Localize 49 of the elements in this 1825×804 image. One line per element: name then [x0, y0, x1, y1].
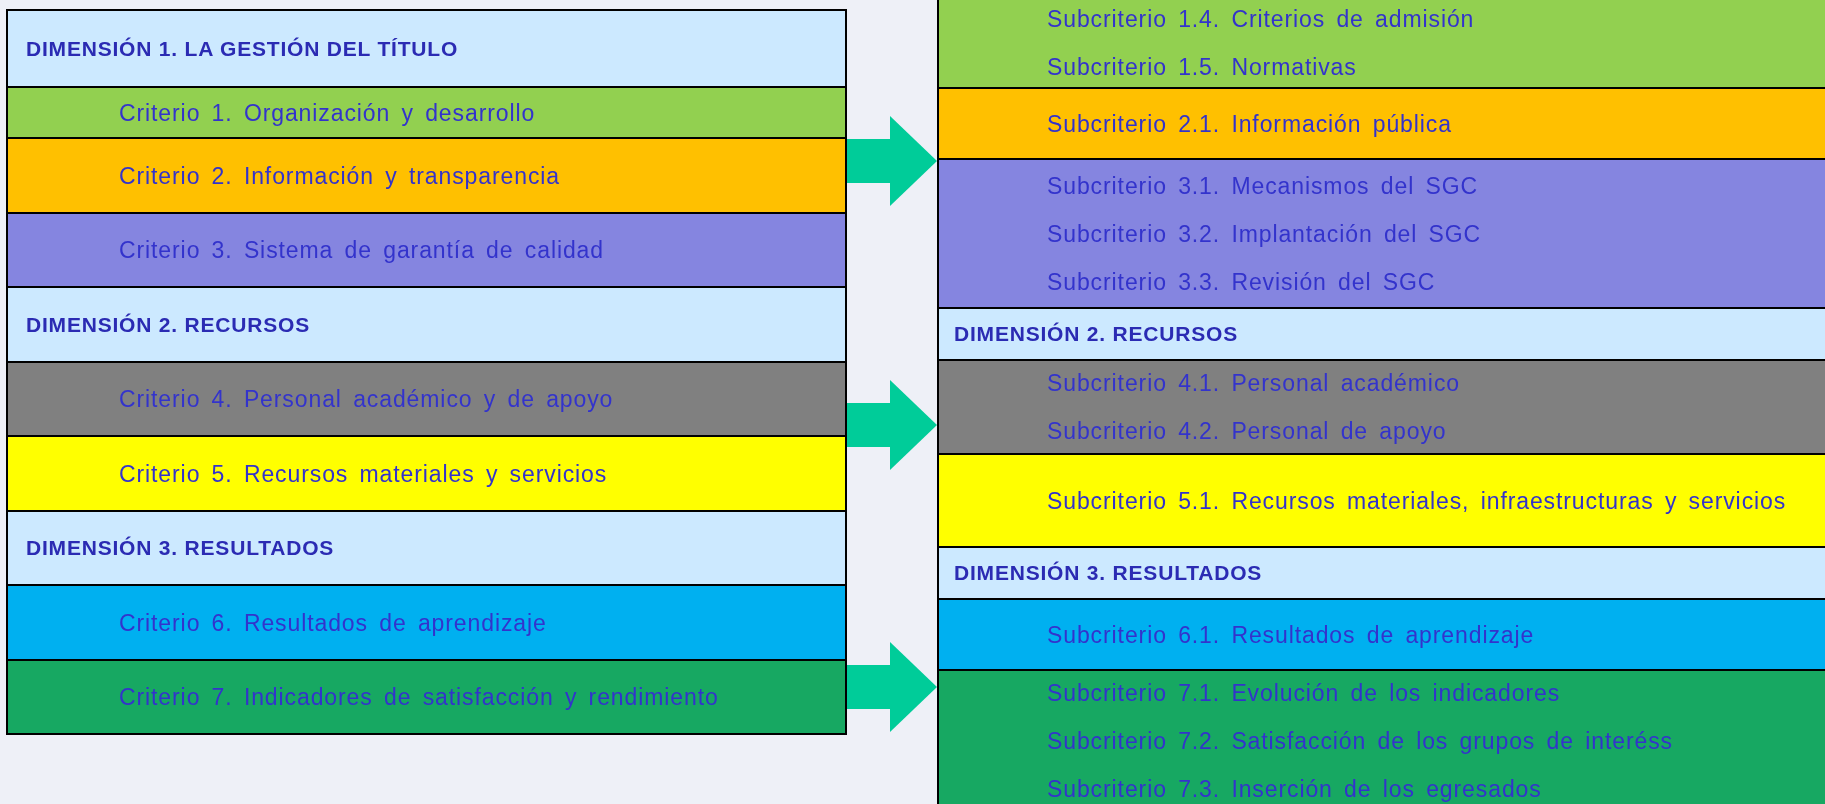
criterion-text: Criterio 1. Organización y desarrollo — [119, 98, 537, 128]
criterion-text: Subcriterio 4.2. Personal de apoyo — [1047, 417, 1448, 446]
criterion-text: Criterio 6. Resultados de aprendizaje — [119, 608, 548, 638]
criterion-text: Subcriterio 7.2. Satisfacción de los grupos de interéss — [1047, 726, 1674, 756]
criterion-text: Subcriterio 3.2. Implantación del SGC — [1047, 219, 1483, 249]
table — [6, 9, 847, 735]
block-arrow — [847, 116, 937, 206]
table-row — [939, 453, 1825, 546]
criterion-text: Criterio 5. Recursos materiales y servicios — [119, 459, 609, 489]
table-row — [939, 87, 1825, 158]
table-row — [8, 137, 845, 212]
table-row — [939, 359, 1825, 453]
criterion-text: Subcriterio 4.1. Personal académico — [1047, 369, 1461, 398]
criterion-text: Criterio 4. Personal académico y de apoyo — [119, 385, 615, 414]
table-row — [8, 361, 845, 435]
criterion-text: Subcriterio 3.3. Revisión del SGC — [1047, 267, 1437, 297]
section-band — [8, 11, 845, 86]
section-heading: DIMENSIÓN 2. RECURSOS — [954, 321, 1239, 347]
criterion-text: Subcriterio 3.1. Mecanismos del SGC — [1047, 171, 1479, 201]
table-row — [8, 435, 845, 510]
table-row — [939, 598, 1825, 669]
criterion-text: Criterio 7. Indicadores de satisfacción y rendimiento — [119, 683, 720, 712]
criterion-text: Subcriterio 2.1. Información pública — [1047, 109, 1453, 139]
criterion-text: Subcriterio 1.5. Normativas — [1047, 52, 1358, 82]
section-heading: DIMENSIÓN 1. LA GESTIÓN DEL TÍTULO — [26, 35, 460, 62]
criterion-text: Criterio 2. Información y transparencia — [119, 161, 561, 191]
block-arrow — [847, 380, 937, 470]
criterion-text: Subcriterio 5.1. Recursos materiales, infraestructuras y servicios — [1047, 486, 1788, 516]
criterion-text: Subcriterio 6.1. Resultados de aprendizaje — [1047, 620, 1536, 650]
criterion-text: Subcriterio 7.3. Inserción de los egresados — [1047, 774, 1543, 804]
section-heading: DIMENSIÓN 3. RESULTADOS — [26, 535, 336, 561]
table-row — [939, 158, 1825, 307]
section-heading: DIMENSIÓN 3. RESULTADOS — [954, 560, 1264, 586]
section-band — [8, 286, 845, 361]
table — [937, 0, 1825, 804]
table-row — [8, 584, 845, 659]
section-band — [939, 307, 1825, 359]
table-row — [939, 669, 1825, 804]
criterion-text: Subcriterio 1.4. Criterios de admisión — [1047, 4, 1476, 34]
criterion-text: Criterio 3. Sistema de garantía de calidad — [119, 236, 605, 265]
table-row — [8, 86, 845, 137]
table-row — [939, 0, 1825, 87]
table-row — [8, 212, 845, 286]
criterion-text: Subcriterio 7.1. Evolución de los indicadores — [1047, 678, 1562, 708]
section-band — [939, 546, 1825, 598]
table-row — [8, 659, 845, 733]
block-arrow — [847, 642, 937, 732]
section-heading: DIMENSIÓN 2. RECURSOS — [26, 311, 311, 338]
section-band — [8, 510, 845, 584]
